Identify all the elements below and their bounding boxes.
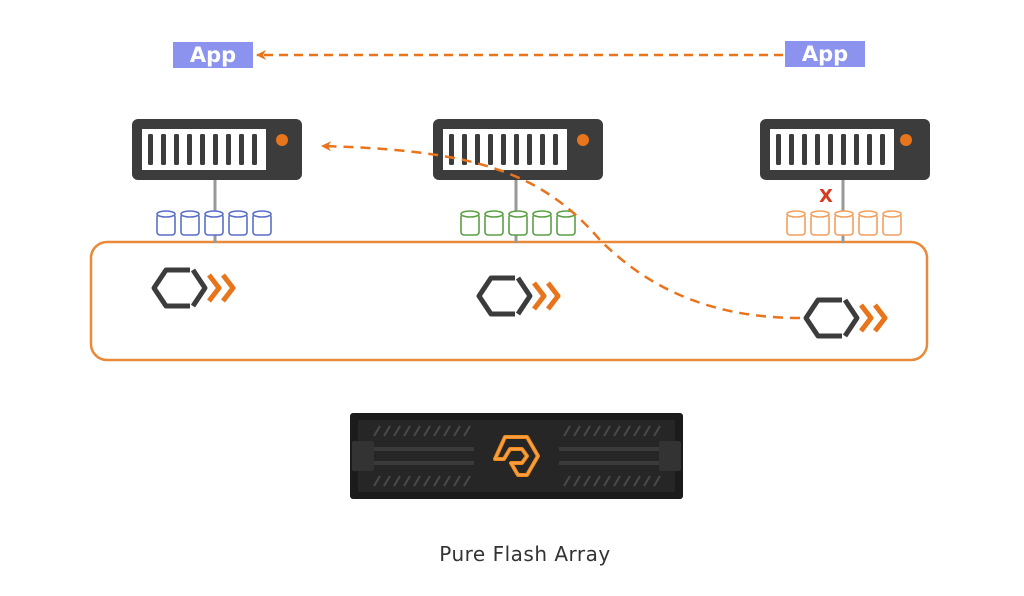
volume-migration-arrow xyxy=(321,141,801,320)
pure-logo-icon xyxy=(151,267,236,309)
pure-logo-icon xyxy=(803,297,888,339)
cluster-container xyxy=(89,240,929,362)
status-led xyxy=(577,134,589,146)
failure-marker: X xyxy=(819,186,833,207)
storage-volumes xyxy=(156,210,272,236)
caption: Pure Flash Array xyxy=(439,542,611,566)
status-led xyxy=(276,134,288,146)
server-3: X xyxy=(760,119,930,243)
app-label-target: App xyxy=(173,42,253,68)
server-2 xyxy=(433,119,603,243)
server-1 xyxy=(132,119,302,243)
storage-volumes xyxy=(786,210,902,236)
flash-array-image xyxy=(350,413,683,499)
app-label-source: App xyxy=(785,41,865,67)
pure-logo-icon xyxy=(476,275,561,317)
storage-volumes xyxy=(460,210,576,236)
status-led xyxy=(900,134,912,146)
